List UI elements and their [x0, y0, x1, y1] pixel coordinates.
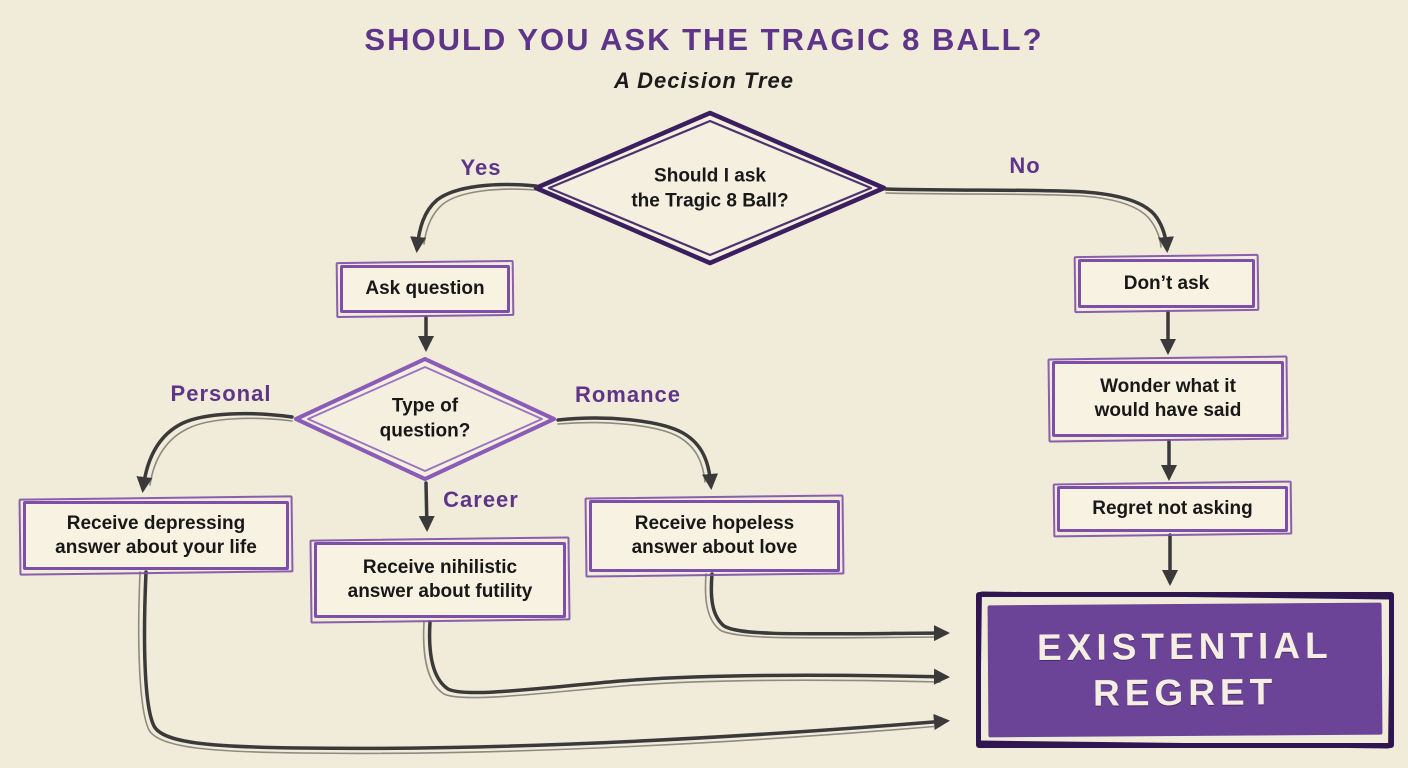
type-diamond-shape — [294, 357, 556, 481]
page-title: SHOULD YOU ASK THE TRAGIC 8 BALL? — [364, 22, 1044, 57]
root-decision-diamond: Should I ask the Tragic 8 Ball? — [631, 165, 789, 211]
edge-personal-arrow — [136, 411, 294, 493]
node-wonder-what-it-would-have-said: Wonder what it would have said — [1052, 361, 1284, 437]
edge-hopeless-to-existential-arrow — [709, 572, 951, 642]
node-existential-regret: EXISTENTIAL REGRET — [976, 592, 1394, 748]
node-receive-depressing-answer: Receive depressing answer about your lif… — [23, 501, 289, 570]
edge-career-arrow — [418, 481, 435, 533]
node-regret-not-asking: Regret not asking — [1057, 486, 1288, 532]
edge-romance-arrow — [556, 416, 719, 491]
node-receive-hopeless-answer: Receive hopeless answer about love — [589, 500, 840, 572]
type-of-question-diamond: Type of question? — [379, 395, 471, 441]
edge-no-arrow — [884, 187, 1175, 254]
edge-label-romance: Romance — [574, 382, 682, 407]
node-ask-question: Ask question — [340, 265, 510, 313]
edge-label-yes: Yes — [460, 155, 502, 180]
page-subtitle: A Decision Tree — [613, 68, 795, 93]
root-diamond-shape — [533, 110, 887, 266]
edge-label-personal: Personal — [170, 381, 272, 406]
existential-regret-fill: EXISTENTIAL REGRET — [987, 602, 1383, 738]
edge-label-no: No — [1009, 153, 1041, 178]
edge-yes-arrow — [410, 182, 538, 254]
node-dont-ask: Don’t ask — [1078, 259, 1255, 308]
edge-depressing-to-existential-arrow — [142, 570, 951, 751]
edge-nihilistic-to-existential-arrow — [427, 620, 951, 695]
edge-label-career: Career — [443, 487, 519, 512]
node-receive-nihilistic-answer: Receive nihilistic answer about futility — [314, 542, 566, 618]
